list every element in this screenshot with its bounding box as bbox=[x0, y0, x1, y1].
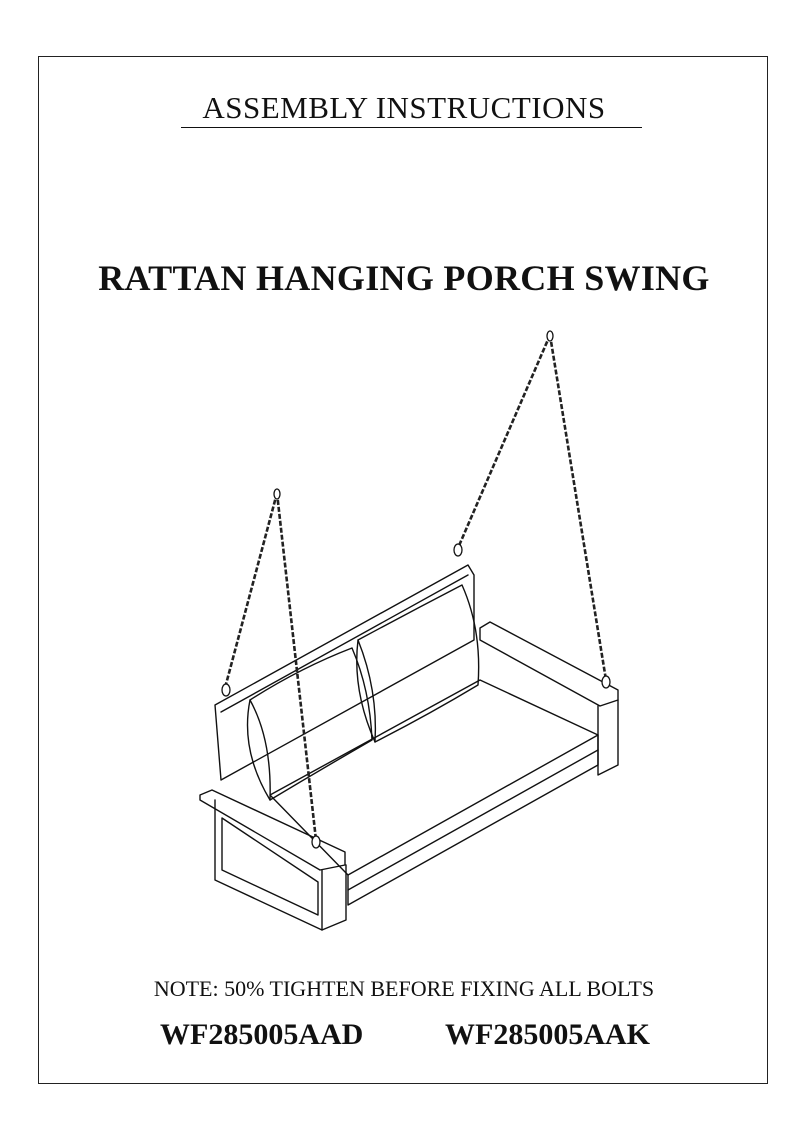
left-back-pillow bbox=[246, 647, 373, 801]
chain-hook-top-left bbox=[273, 488, 281, 500]
model-numbers: WF285005AAD WF285005AAK bbox=[160, 1018, 650, 1052]
chain-shackle-3 bbox=[453, 543, 463, 557]
chain-shackle-2 bbox=[311, 835, 321, 849]
model-number-1: WF285005AAD bbox=[160, 1018, 364, 1051]
tighten-note: NOTE: 50% TIGHTEN BEFORE FIXING ALL BOLT… bbox=[153, 976, 655, 1001]
chain-back-left bbox=[456, 334, 552, 549]
chain-shackle-4 bbox=[601, 675, 611, 689]
document-title: RATTAN HANGING PORCH SWING bbox=[98, 258, 710, 298]
porch-swing-illustration bbox=[199, 330, 619, 931]
document-subtitle: ASSEMBLY INSTRUCTIONS bbox=[202, 90, 606, 125]
right-arm-side bbox=[597, 699, 619, 776]
right-back-pillow bbox=[356, 584, 480, 743]
swing-back-panel bbox=[214, 564, 475, 781]
left-armrest bbox=[199, 789, 346, 871]
chain-front-left bbox=[223, 492, 279, 689]
chain-front-right bbox=[275, 492, 318, 841]
subtitle-underline bbox=[181, 127, 642, 128]
seat-base bbox=[347, 749, 599, 906]
page-border bbox=[38, 56, 768, 1084]
chain-back-right bbox=[548, 334, 608, 681]
right-armrest bbox=[479, 621, 619, 707]
chain-shackle-1 bbox=[221, 683, 231, 697]
chain-hook-top-right bbox=[546, 330, 554, 342]
model-number-2: WF285005AAK bbox=[445, 1018, 650, 1051]
